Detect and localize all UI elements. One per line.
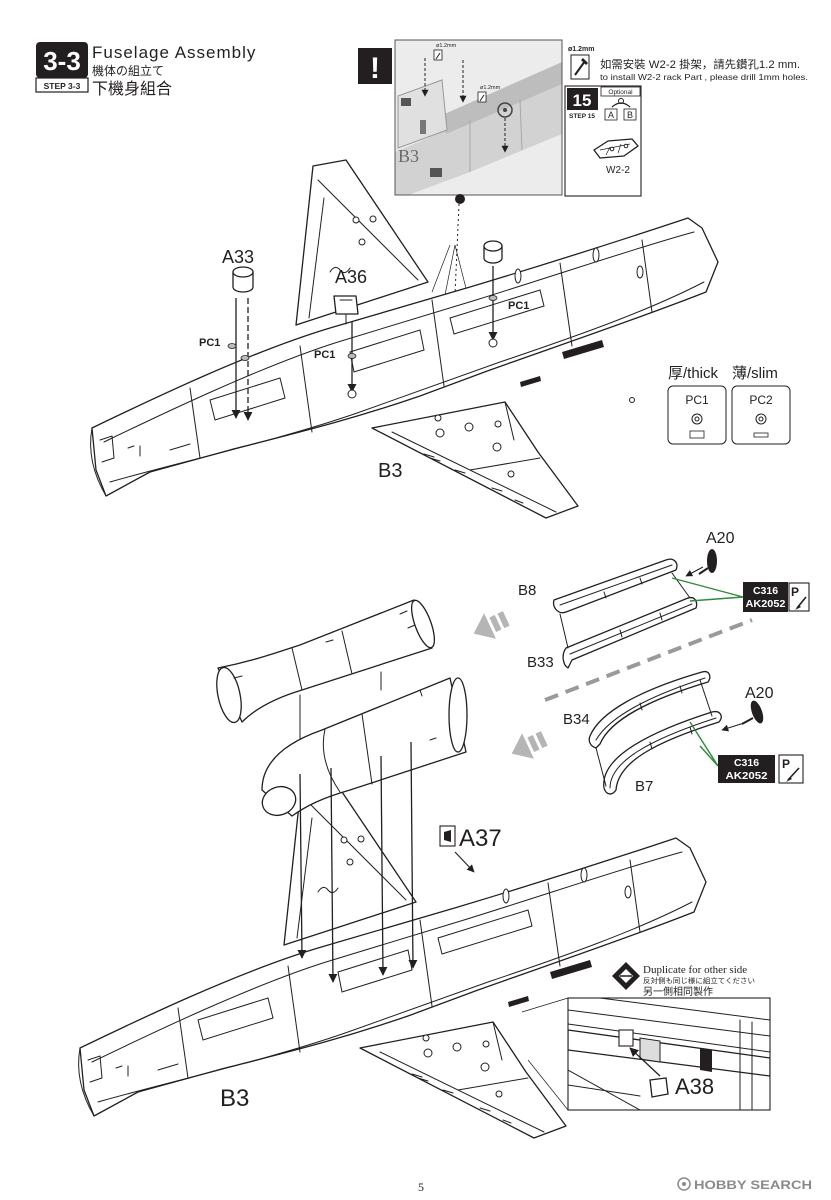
- optional-step-number: 15: [573, 91, 592, 110]
- b8-b33-alignment: [559, 572, 691, 649]
- label-pc1-middle: PC1: [314, 349, 335, 361]
- polycap-legend: 厚/thick 薄/slim PC1 PC2: [667, 365, 791, 445]
- label-a33: A33: [222, 247, 254, 267]
- paint-icon-letter: P: [791, 585, 799, 599]
- option-a: A: [608, 110, 614, 120]
- section-separator: [544, 618, 753, 702]
- part-a33: [227, 266, 254, 421]
- paint-callout-bottom: C316 AK2052 P: [718, 754, 804, 784]
- b34-b7-alignment: [595, 679, 713, 787]
- legend-slim: 薄/slim: [732, 365, 778, 382]
- drill-icon: [570, 54, 590, 80]
- option-b: B: [627, 110, 633, 120]
- duplicate-japanese: 反対側も同じ様に組立てください: [643, 976, 755, 985]
- part-b34: [588, 670, 711, 749]
- label-b3-upper: B3: [378, 460, 402, 482]
- part-a37-icon: [439, 825, 475, 873]
- inset-part-label: B3: [398, 146, 419, 166]
- paint-callout-line: [671, 577, 744, 602]
- warning-icon: !: [358, 48, 392, 85]
- duct-install-arrows: [297, 741, 418, 983]
- label-b7: B7: [635, 778, 653, 795]
- label-pc1-right: PC1: [508, 300, 529, 312]
- part-b8: [552, 558, 678, 614]
- drill-icon: [477, 91, 487, 103]
- paint-icon-letter: P: [782, 757, 790, 771]
- a20-bottom: [721, 700, 764, 732]
- drill-size-label: ø1.2mm: [480, 85, 501, 91]
- warning-symbol: !: [370, 52, 380, 85]
- drill-note-chinese: 如需安裝 W2-2 掛架，請先鑽孔1.2 mm.: [600, 57, 800, 71]
- label-b33: B33: [527, 654, 554, 671]
- label-b34: B34: [563, 711, 590, 728]
- paint-brush-icon: P: [788, 582, 810, 612]
- watermark-text: HOBBY SEARCH: [694, 1178, 812, 1192]
- step-header: 3-3 STEP 3-3 Fuselage Assembly 機体の組立て 下機…: [35, 42, 256, 98]
- drill-size-label: ø1.2mm: [436, 43, 457, 49]
- move-arrow-icon: [511, 731, 548, 759]
- exhaust-duct-assembled: [261, 677, 468, 817]
- label-b8: B8: [518, 582, 536, 599]
- paint-alt-code: AK2052: [726, 771, 768, 782]
- watermark: HOBBY SEARCH: [677, 1177, 812, 1192]
- label-a20-bottom: A20: [745, 685, 774, 702]
- a38-detail-inset: A38: [521, 997, 771, 1111]
- step-label-box: [35, 77, 89, 93]
- drill-note-size: ø1.2mm: [568, 46, 594, 53]
- label-a36: A36: [335, 267, 367, 287]
- legend-pc1: PC1: [685, 393, 709, 407]
- drill-icon: [433, 49, 443, 61]
- drill-detail-inset: ø1.2mm ø1.2mm B3: [394, 39, 563, 363]
- page-number: 5: [418, 1180, 424, 1194]
- drill-note-english: to install W2-2 rack Part , please drill…: [600, 72, 808, 82]
- watermark-logo-icon: [677, 1177, 691, 1191]
- optional-step-reference: 15 STEP 15 Optional A B W2-2: [564, 85, 642, 197]
- optional-step-label: STEP 15: [569, 113, 595, 120]
- detail-leader: [521, 997, 569, 1111]
- part-pin-right: [483, 240, 503, 348]
- a20-top: [685, 549, 717, 577]
- paint-code: C316: [734, 757, 759, 769]
- title-japanese: 機体の組立て: [92, 63, 164, 78]
- duplicate-note: Duplicate for other side 反対側も同じ様に組立てください…: [612, 962, 755, 998]
- step-badge: 3-3: [43, 46, 81, 76]
- label-a38: A38: [675, 1074, 714, 1099]
- duplicate-english: Duplicate for other side: [643, 964, 747, 976]
- label-pc1-left: PC1: [199, 337, 220, 349]
- exhaust-duct-loose: [216, 599, 436, 724]
- duplicate-icon: [612, 962, 640, 990]
- paint-alt-code: AK2052: [746, 599, 786, 610]
- option-selector-icon: A B: [604, 98, 637, 121]
- part-a38-icon: [649, 1077, 669, 1098]
- paint-callout-line: [689, 721, 719, 767]
- callout-point: [455, 194, 465, 204]
- title-chinese: 下機身組合: [92, 80, 172, 98]
- label-b3-lower: B3: [220, 1085, 249, 1112]
- optional-part-label: W2-2: [606, 165, 630, 176]
- step-label: STEP 3-3: [44, 81, 81, 91]
- part-a36: [333, 295, 359, 399]
- part-b33: [562, 596, 698, 669]
- part-b7: [603, 710, 722, 795]
- paint-brush-icon: P: [778, 754, 804, 784]
- step-badge-box: [36, 42, 88, 78]
- drill-note: ø1.2mm 如需安裝 W2-2 掛架，請先鑽孔1.2 mm. to insta…: [568, 46, 808, 82]
- optional-tag: Optional: [608, 89, 633, 96]
- paint-callout-top: C316 AK2052 P: [743, 582, 810, 612]
- label-a20-top: A20: [706, 530, 735, 547]
- rack-part-sketch: [593, 138, 639, 159]
- title-english: Fuselage Assembly: [92, 43, 256, 62]
- label-a37: A37: [459, 825, 502, 852]
- duplicate-chinese: 另一側相同製作: [643, 985, 713, 998]
- legend-pc2: PC2: [749, 393, 773, 407]
- paint-code: C316: [753, 585, 778, 597]
- move-arrow-icon: [473, 611, 510, 639]
- legend-thick: 厚/thick: [668, 365, 719, 382]
